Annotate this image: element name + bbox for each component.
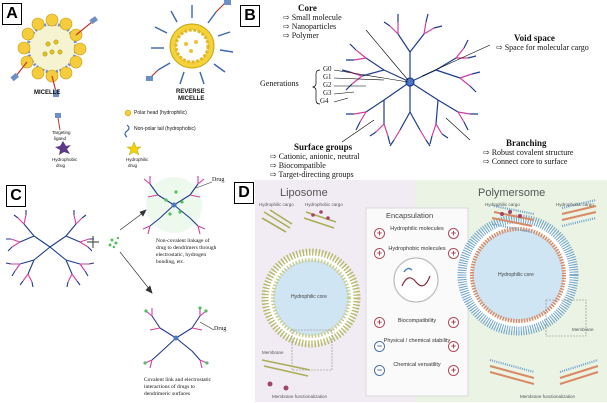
reverse-micelle-graphic [146, 0, 234, 85]
branching-item-0: ⇨ Robust covalent structure [483, 148, 574, 157]
drug-label-bottom: Drug [214, 326, 227, 332]
targeting-ligand-label-2: ligand [54, 136, 67, 141]
dendrimer-c-top [142, 176, 213, 235]
panel-a-legend [55, 109, 142, 156]
generation-g3: G3 [323, 89, 332, 97]
polymersome-core-label: Hydrophilic core [498, 272, 534, 278]
hydrophilic-drug-label-2: drug [128, 163, 138, 168]
generation-g1: G1 [323, 73, 332, 81]
drug-label-top: Drug [212, 177, 225, 183]
void-space-title: Void space [514, 33, 555, 43]
panel-label-a: A [2, 3, 22, 25]
polymersome-membrane-label: Membrane [572, 327, 594, 332]
polar-head-label: Polar head (hydrophilic) [134, 110, 187, 116]
liposome-hydrophilic-cargo-label: Hydrophilic cargo [259, 202, 294, 207]
panel-c-graphic [5, 176, 215, 369]
liposome-core-label: Hydrophilic core [291, 294, 327, 300]
biocompatibility-polymersome-rating: + [448, 317, 459, 328]
surface-item-0: ⇨ Cationic, anionic, neutral [270, 152, 360, 161]
void-space-item-0: ⇨ Space for molecular cargo [496, 43, 589, 52]
polymersome-functionalization-label: Membrane functionalization [520, 394, 576, 399]
encapsulation-title: Encapsulation [386, 211, 434, 220]
stability-polymersome-rating: + [448, 341, 459, 352]
liposome-title: Liposome [280, 187, 328, 199]
covalent-line-1: interactions of drugs to [144, 384, 195, 390]
core-item-0: ⇨ Small molecule [283, 13, 342, 22]
hydrophobic-drug-label-2: drug [56, 163, 66, 168]
encapsulation-circle [393, 257, 439, 303]
covalent-line-2: dendrimeric surfaces [144, 391, 190, 397]
versatility-row-label: Chemical versatility [393, 362, 441, 368]
surface-groups-title: Surface groups [294, 142, 353, 152]
non-polar-tail-label: Non-polar tail (hydrophobic) [134, 126, 196, 132]
micelle-label: MICELLE [34, 90, 61, 96]
branching-item-1: ⇨ Connect core to surface [483, 157, 568, 166]
noncovalent-line-2: electrostatic, hydrogen [156, 252, 207, 258]
hydrophilic-liposome-rating: + [374, 228, 385, 239]
liposome-functionalization-label: Membrane functionalization [272, 394, 328, 399]
dendrimer-c-left [19, 223, 81, 275]
noncovalent-line-3: bonding, etc. [156, 259, 185, 265]
core-title: Core [298, 3, 317, 13]
generation-g0: G0 [323, 65, 332, 73]
panel-label-d: D [234, 182, 254, 204]
targeting-ligand-label-1: Targeting [52, 130, 71, 135]
reverse-micelle-label-2: MICELLE [178, 96, 205, 102]
core-item-1: ⇨ Nanoparticles [283, 22, 337, 31]
polymersome-graphic [457, 198, 599, 385]
versatility-liposome-rating: − [374, 365, 385, 376]
liposome-hydrophobic-cargo-label: Hydrophobic cargo [305, 202, 343, 207]
polymersome-title: Polymersome [478, 187, 546, 199]
surface-item-1: ⇨ Biocompatible [270, 161, 326, 170]
hydrophobic-drug-label-1: Hydrophobic [52, 157, 78, 162]
noncovalent-line-0: Non-covalent linkage of [156, 238, 210, 244]
dendrimer-graphic [311, 13, 491, 147]
stability-liposome-rating: − [374, 341, 385, 352]
biocompatibility-liposome-rating: + [374, 317, 385, 328]
core-item-2: ⇨ Polymer [283, 31, 319, 40]
covalent-line-0: Covalent link and electrostatic [144, 377, 212, 383]
hydrophilic-row-label: Hydrophilic molecules [390, 226, 444, 232]
polymersome-hydrophobic-cargo-label: Hydrophobic cargo [556, 202, 594, 207]
reverse-micelle-label-1: REVERSE [176, 89, 205, 95]
hydrophilic-polymersome-rating: + [448, 228, 459, 239]
panel-label-c: C [6, 185, 26, 207]
hydrophobic-liposome-rating: + [374, 248, 385, 259]
liposome-membrane-label: Membrane [262, 350, 284, 355]
surface-item-2: ⇨ Target-directing groups [270, 170, 354, 179]
hydrophobic-row-label: Hydrophobic molecules [388, 246, 446, 252]
biocompatibility-row-label: Biocompatibility [397, 318, 437, 324]
polymersome-hydrophilic-cargo-label: Hydrophilic cargo [485, 202, 520, 207]
generation-g2: G2 [323, 81, 332, 89]
hydrophilic-drug-label-1: Hydrophilic [126, 157, 149, 162]
noncovalent-line-1: drug to dendrimers through [156, 245, 217, 251]
branching-title: Branching [506, 138, 547, 148]
panel-label-b: B [240, 5, 260, 27]
micelle-graphic [10, 13, 98, 97]
versatility-polymersome-rating: + [448, 365, 459, 376]
hydrophobic-polymersome-rating: + [448, 248, 459, 259]
liposome-graphic [261, 209, 361, 391]
generations-label: Generations [260, 79, 299, 88]
stability-row-label: Physical / chemical stability [383, 338, 451, 344]
dendrimer-c-bottom [143, 306, 215, 369]
generation-g4: G4 [320, 97, 329, 105]
